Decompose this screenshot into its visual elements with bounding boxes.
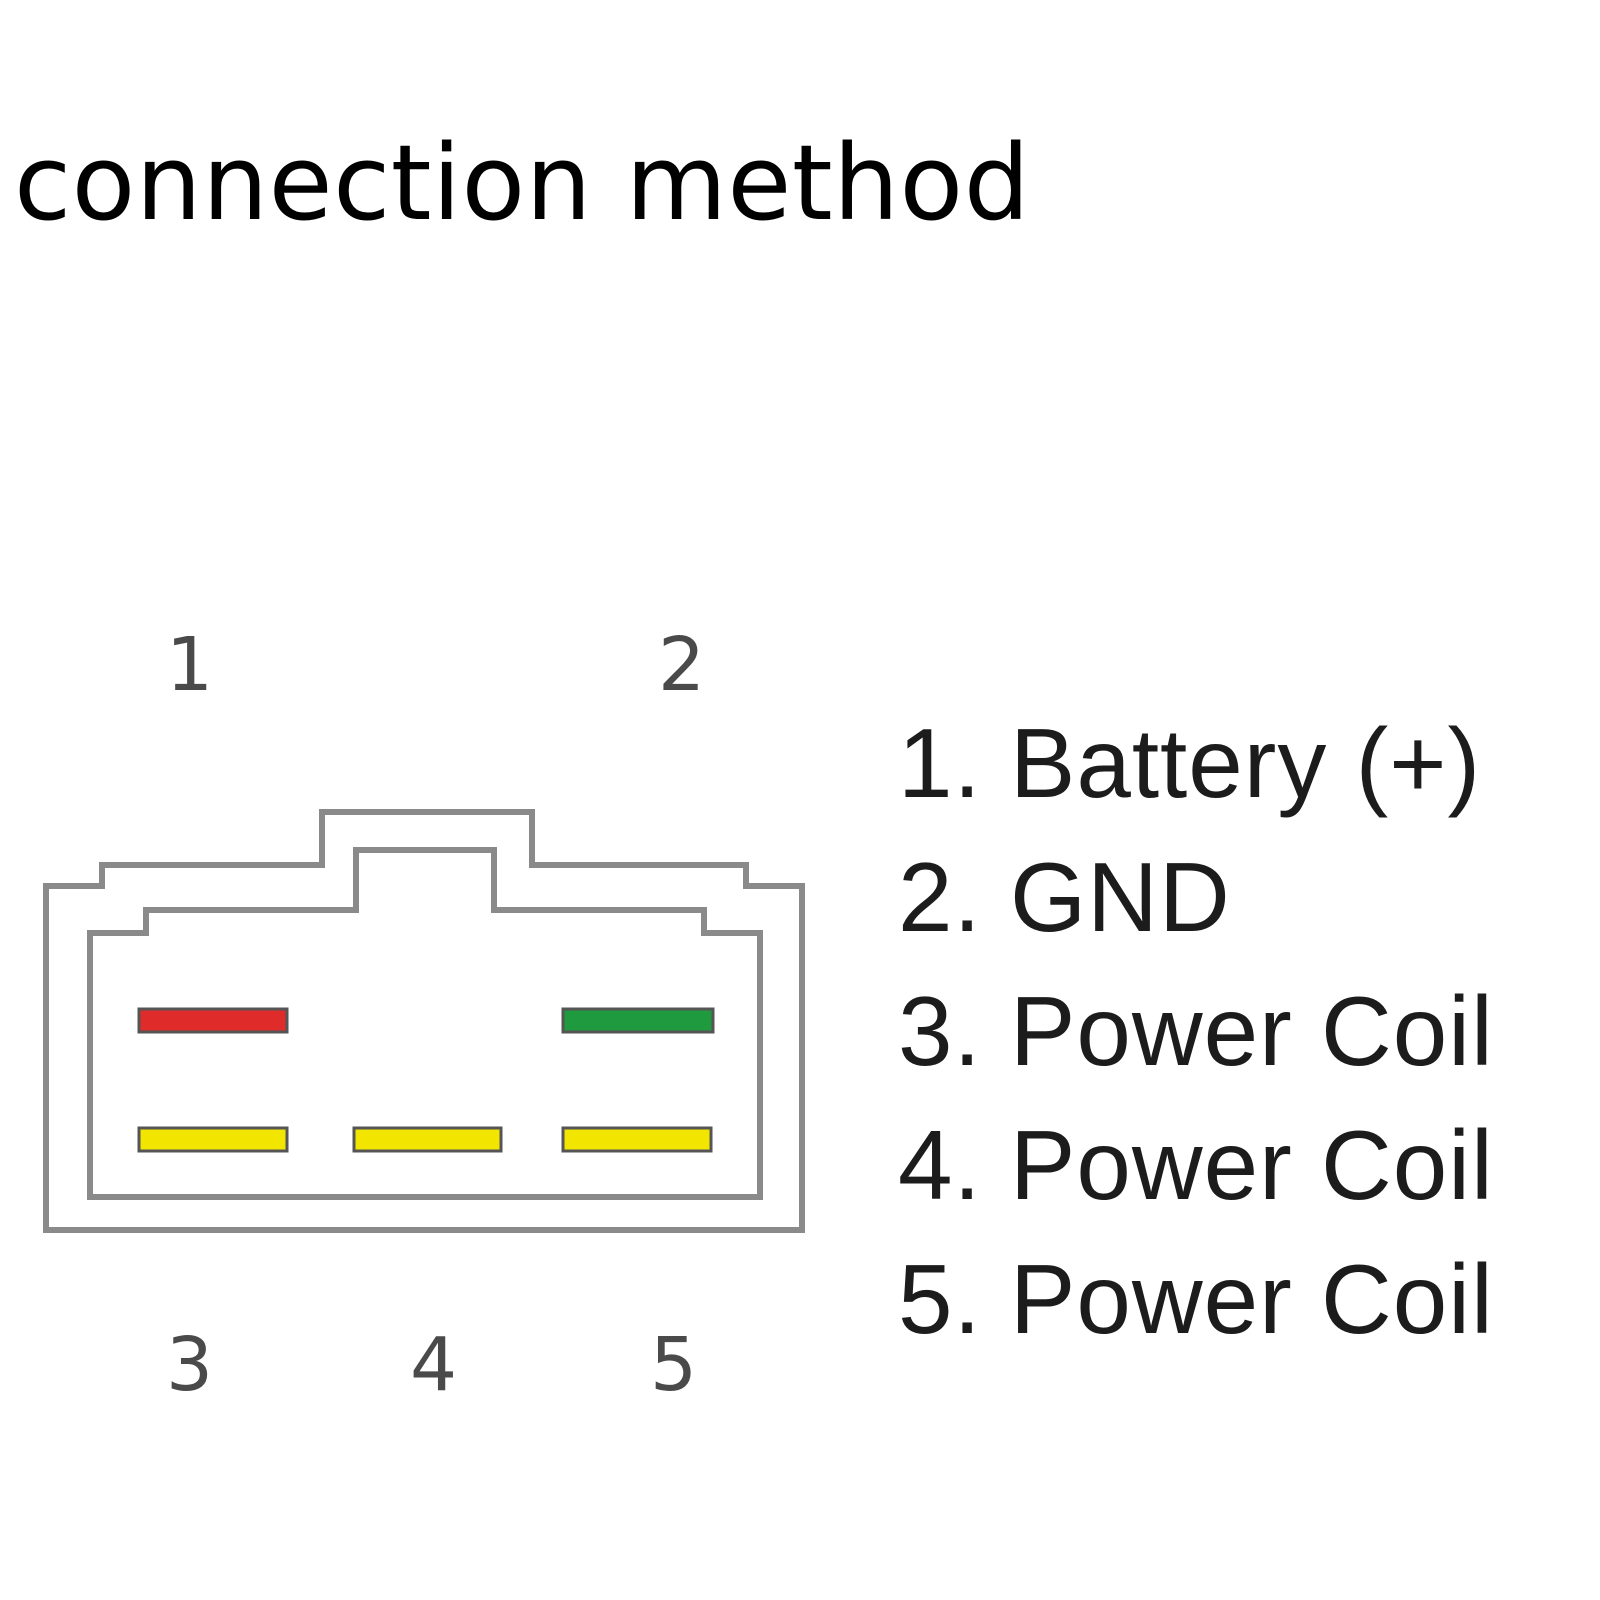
page-title: connection method [14,122,1031,244]
pin-1-terminal [137,1007,289,1034]
housing-outer-outline [43,809,805,1233]
connector-diagram: 1 2 3 4 5 [0,560,860,1440]
connector-housing [43,809,805,1233]
legend-item-gnd: 2. GND [898,842,1231,952]
pin-4-terminal [352,1126,503,1153]
legend-item-battery: 1. Battery (+) [898,708,1482,818]
legend-item-power-coil: 4. Power Coil [898,1110,1494,1220]
pin-number-2: 2 [658,622,706,708]
legend-item-power-coil: 5. Power Coil [898,1244,1494,1354]
pin-number-3: 3 [166,1322,214,1408]
housing-inner-outline [87,847,763,1200]
pin-3-terminal [137,1126,289,1153]
legend-item-power-coil: 3. Power Coil [898,976,1494,1086]
pin-number-5: 5 [650,1322,698,1408]
pin-number-4: 4 [410,1322,458,1408]
pin-legend: 1. Battery (+) 2. GND 3. Power Coil 4. P… [898,696,1578,1366]
pin-2-terminal [561,1007,715,1034]
pin-5-terminal [561,1126,713,1153]
pin-number-1: 1 [166,622,214,708]
